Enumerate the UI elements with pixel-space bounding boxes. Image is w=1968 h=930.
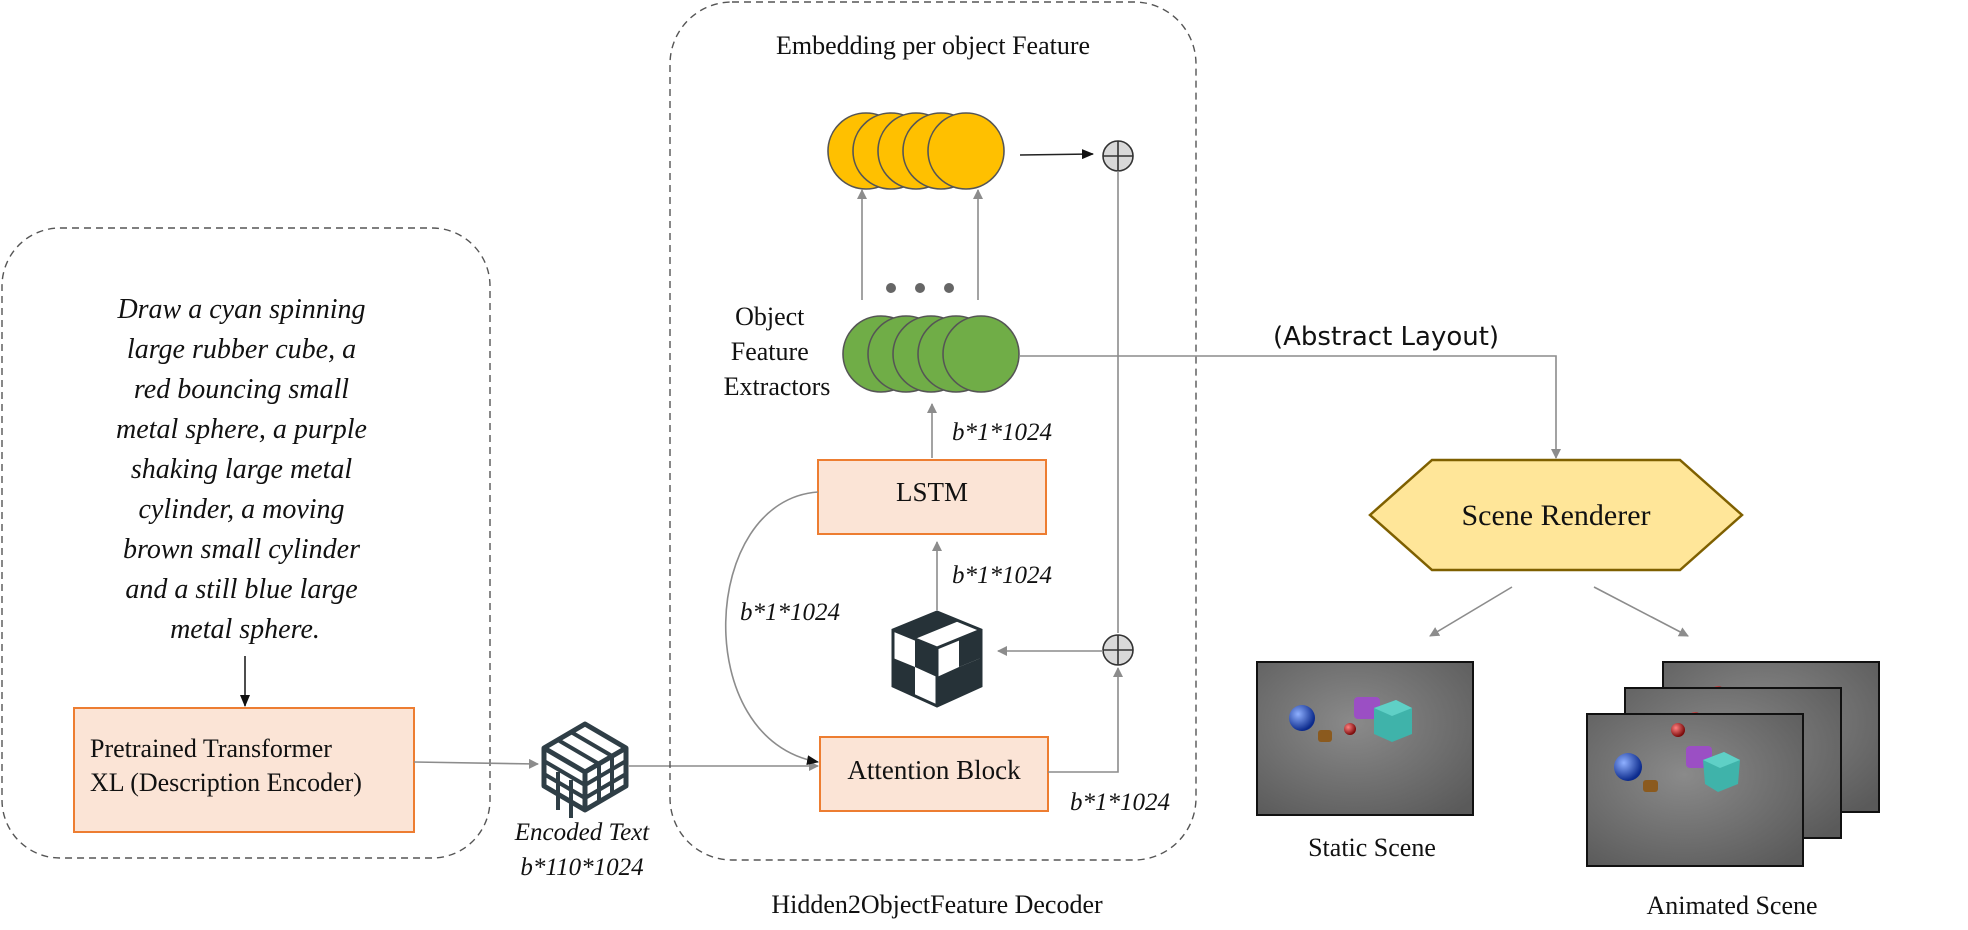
prompt-group-box <box>1 227 491 859</box>
encoder-label-line1: Pretrained Transformer <box>90 734 332 763</box>
attention-label: Attention Block <box>847 755 1021 785</box>
embedding-circles <box>827 112 1005 190</box>
plus-circle-icon <box>1102 140 1134 172</box>
prompt-line: metal sphere. <box>170 614 320 645</box>
prompt-line: metal sphere, a purple <box>116 414 367 445</box>
renderer-label: Scene Renderer <box>1461 499 1650 532</box>
renderer-to-animated-arrow <box>1593 586 1689 637</box>
static-scene-image <box>1256 661 1474 816</box>
renderer-to-static-arrow <box>1429 586 1513 637</box>
extractor-circles <box>842 315 1020 393</box>
lstm-box <box>817 459 1047 535</box>
decoder-group-box <box>669 1 1197 861</box>
static-scene-caption: Static Scene <box>1308 833 1436 862</box>
decoder-title: Embedding per object Feature <box>776 31 1090 60</box>
extractor-to-renderer-arrow <box>1020 355 1561 459</box>
lstm-input-dims: b*1*1024 <box>952 562 1052 589</box>
extractors-label-line: Extractors <box>724 372 831 401</box>
checker-cube-icon <box>891 610 983 708</box>
ellipsis-dot <box>944 283 954 293</box>
encoded-text-dims: b*110*1024 <box>520 854 643 881</box>
attention-box <box>819 736 1049 812</box>
prompt-line: brown small cylinder <box>123 534 360 565</box>
encoder-label-line2: XL (Description Encoder) <box>90 768 362 797</box>
decoder-caption: Hidden2ObjectFeature Decoder <box>771 890 1103 919</box>
animated-scene-image <box>1586 661 1880 867</box>
prompt-text: Draw a cyan spinning large rubber cube, … <box>116 294 374 645</box>
extractors-label-line: Object <box>735 302 805 331</box>
encoded-text-label: Encoded Text <box>514 819 651 846</box>
renderer-shape <box>1368 458 1744 572</box>
prompt-line: large rubber cube, a <box>127 334 356 365</box>
extractor-circle <box>942 315 1020 393</box>
prompt-line: and a still blue large <box>125 574 357 605</box>
plus-circle-icon <box>1102 634 1134 666</box>
prompt-line: red bouncing small <box>134 374 349 405</box>
lstm-loop-arrow <box>724 491 819 766</box>
extractors-label-line: Feature <box>731 337 809 366</box>
attention-output-dims: b*1*1024 <box>1070 789 1170 816</box>
prompt-line: cylinder, a moving <box>138 494 344 525</box>
encoder-box <box>73 707 415 833</box>
lstm-label: LSTM <box>896 477 968 507</box>
embedding-to-plus-arrow <box>1019 149 1094 160</box>
lstm-output-dims: b*1*1024 <box>952 419 1052 446</box>
prompt-line: shaking large metal <box>131 454 353 485</box>
ellipsis-dot <box>915 283 925 293</box>
loop-dims: b*1*1024 <box>740 599 840 626</box>
abstract-layout-label: (Abstract Layout) <box>1273 322 1499 352</box>
embedding-circle <box>927 112 1005 190</box>
extractors-label: Object Feature Extractors <box>724 302 831 401</box>
encoder-to-encoded-arrow <box>413 758 539 769</box>
encoder-label: Pretrained Transformer XL (Description E… <box>90 734 362 797</box>
animated-scene-caption: Animated Scene <box>1646 891 1817 920</box>
prompt-line: Draw a cyan spinning <box>116 294 365 325</box>
attention-to-plus-arrow <box>1048 667 1123 773</box>
cube-grid-icon <box>541 721 629 818</box>
ellipsis-dot <box>886 283 896 293</box>
